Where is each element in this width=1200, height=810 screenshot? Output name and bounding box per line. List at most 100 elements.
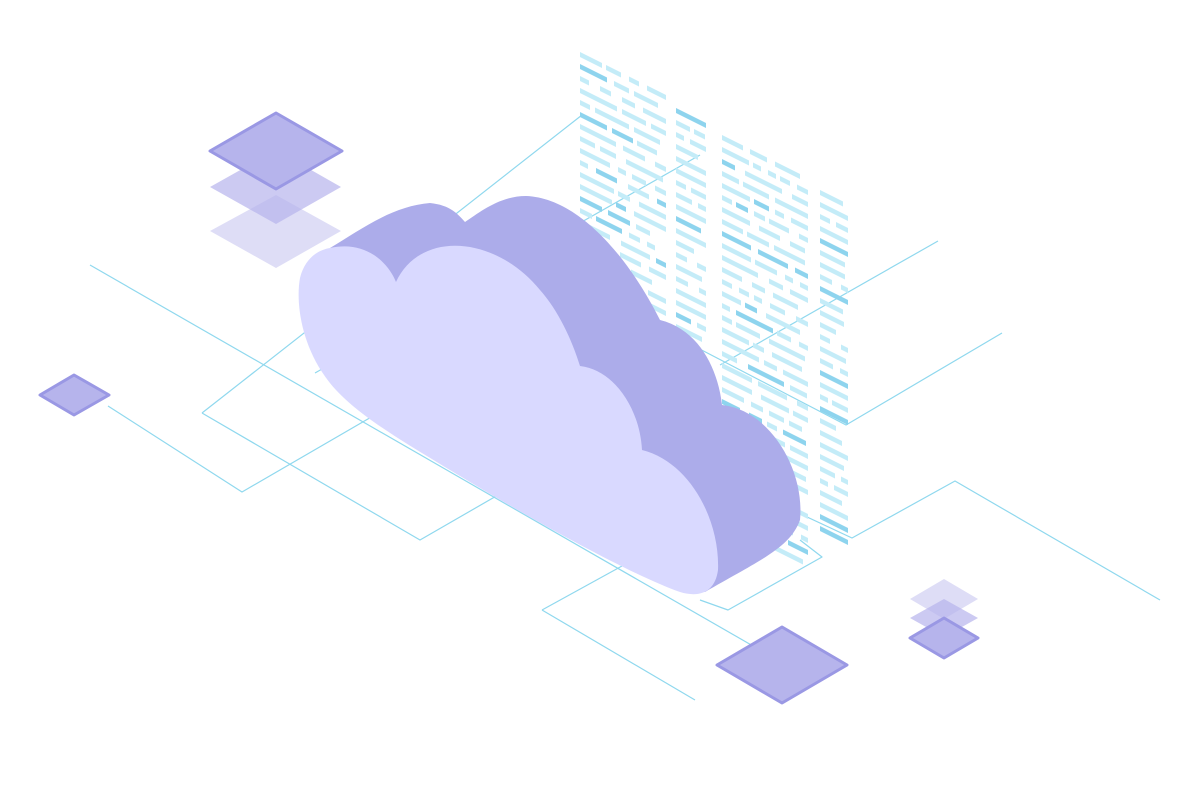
code-dash xyxy=(580,100,590,110)
code-dash xyxy=(775,161,800,179)
cloud-face xyxy=(298,245,719,595)
code-dash xyxy=(768,170,776,179)
code-dash xyxy=(820,406,848,425)
code-dash xyxy=(691,187,706,200)
layer-tile-top xyxy=(208,111,344,191)
code-dash xyxy=(820,514,848,533)
code-dash xyxy=(580,208,592,219)
code-dash xyxy=(694,129,705,140)
code-dash xyxy=(747,231,769,248)
layer-stack-icon xyxy=(208,111,344,268)
code-dash xyxy=(841,284,848,293)
code-dash xyxy=(676,288,706,308)
code-dash xyxy=(623,145,645,162)
code-dash xyxy=(799,341,808,351)
code-dash xyxy=(580,124,616,147)
circuit-line xyxy=(541,609,696,701)
code-dash xyxy=(769,338,805,362)
code-dash xyxy=(772,352,802,372)
code-dash xyxy=(841,476,848,485)
circuit-line xyxy=(541,565,623,611)
code-dash xyxy=(622,97,635,109)
code-dash xyxy=(836,222,848,233)
code-dash xyxy=(629,232,640,243)
code-dash xyxy=(676,144,698,160)
code-dash xyxy=(766,313,800,335)
code-dash xyxy=(722,387,744,403)
diamond-tile-icon xyxy=(715,625,849,705)
code-dash xyxy=(722,135,743,151)
diamond-tile-icon xyxy=(38,373,111,417)
code-dash xyxy=(832,400,848,413)
code-dash xyxy=(820,418,836,431)
code-dash xyxy=(580,136,595,149)
code-dash xyxy=(722,231,751,251)
code-dash xyxy=(820,310,844,327)
code-dash xyxy=(655,161,666,172)
code-dash xyxy=(580,52,602,68)
code-dash xyxy=(580,148,610,168)
code-dash xyxy=(618,167,626,176)
code-dash xyxy=(632,174,646,186)
code-dash xyxy=(820,274,832,285)
code-dash xyxy=(722,315,732,325)
code-dash xyxy=(820,466,835,479)
code-dash xyxy=(736,202,748,213)
code-dash xyxy=(676,216,701,234)
layer-tile-top xyxy=(908,616,980,660)
code-dash xyxy=(767,421,777,432)
code-dash xyxy=(612,128,633,144)
code-dash xyxy=(606,65,621,78)
code-dash xyxy=(600,86,611,97)
code-dash xyxy=(750,149,767,163)
code-dash xyxy=(820,346,846,364)
code-dash xyxy=(820,478,828,487)
code-dash xyxy=(748,364,784,387)
code-dash xyxy=(647,85,666,100)
code-dash xyxy=(820,214,830,224)
code-dash xyxy=(655,185,666,196)
circuit-line xyxy=(89,264,761,651)
code-dash xyxy=(698,203,706,212)
code-dash xyxy=(656,258,666,268)
code-dash xyxy=(722,327,749,346)
code-dash xyxy=(754,199,769,212)
code-dash xyxy=(761,394,789,414)
code-dash xyxy=(690,139,706,152)
circuit-line xyxy=(699,539,823,611)
code-dash xyxy=(785,274,793,284)
code-dash xyxy=(620,252,641,268)
code-dash xyxy=(751,401,763,413)
code-dash xyxy=(739,287,749,298)
code-dash xyxy=(820,382,848,401)
code-dash xyxy=(631,269,652,285)
code-dash xyxy=(745,170,782,194)
code-dash xyxy=(840,368,848,377)
code-dash xyxy=(628,184,649,200)
code-dash xyxy=(618,191,630,202)
code-dash xyxy=(676,276,688,287)
code-dash xyxy=(580,112,607,131)
code-dash xyxy=(792,194,808,207)
code-dash xyxy=(676,300,706,320)
code-dash xyxy=(769,218,789,234)
code-dash xyxy=(651,123,666,136)
code-dash xyxy=(722,351,737,364)
code-dash xyxy=(820,358,833,370)
code-dash xyxy=(795,267,808,279)
cloud-icon xyxy=(298,196,801,595)
code-dash xyxy=(790,385,807,399)
code-dash xyxy=(676,228,706,248)
code-dash xyxy=(775,197,808,219)
code-dash xyxy=(636,224,650,236)
code-panel-icon xyxy=(580,52,848,565)
code-dash xyxy=(616,202,626,212)
code-dash xyxy=(820,238,848,257)
code-dash xyxy=(580,196,602,212)
code-dash xyxy=(699,287,706,296)
code-dash xyxy=(754,295,762,304)
code-dash xyxy=(820,226,848,245)
code-dash xyxy=(722,279,732,289)
code-dash xyxy=(777,330,791,343)
